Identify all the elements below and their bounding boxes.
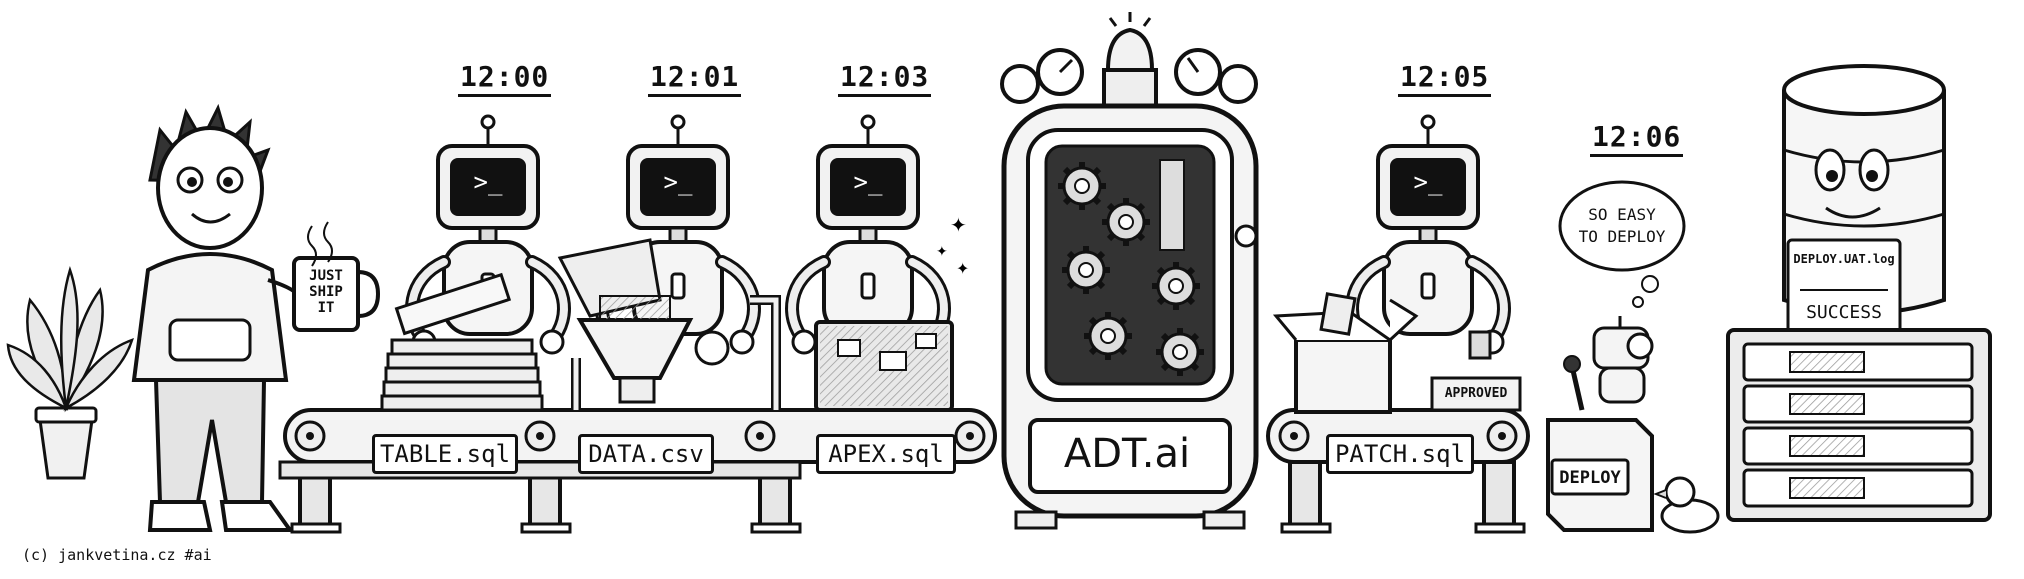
label-table-sql: TABLE.sql — [372, 434, 518, 474]
timestamp-4: 12:05 — [1398, 62, 1492, 97]
cardboard-box — [1272, 292, 1419, 414]
funnel-hopper — [557, 238, 781, 410]
adt-machine — [1000, 12, 1259, 530]
mug-line-3: IT — [317, 300, 335, 316]
mug-text: JUST SHIP IT — [296, 268, 356, 316]
label-patch-sql: PATCH.sql — [1326, 434, 1474, 474]
potted-plant — [6, 265, 134, 480]
deploy-button-label: DEPLOY — [1559, 468, 1621, 488]
machine-name-plate: ADT.ai — [1063, 431, 1191, 477]
robot-screen-3: >_ — [853, 168, 883, 196]
circuit-board: ✦ ✦ ✦ — [814, 213, 969, 412]
svg-text:✦: ✦ — [950, 213, 967, 237]
log-status: SUCCESS — [1806, 302, 1882, 323]
coffee-mug — [292, 221, 381, 332]
timestamp-2: 12:01 — [648, 62, 742, 97]
label-apex-sql: APEX.sql — [816, 434, 956, 474]
thought-line-2: TO DEPLOY — [1578, 227, 1666, 246]
timestamp-1: 12:00 — [458, 62, 552, 97]
timestamp-5: 12:06 — [1590, 122, 1684, 157]
svg-text:✦: ✦ — [956, 259, 969, 278]
mini-robot — [1563, 316, 1654, 411]
approved-label: APPROVED — [1444, 386, 1508, 401]
mug-line-1: JUST — [309, 268, 343, 284]
label-data-csv: DATA.csv — [578, 434, 714, 474]
robot-screen-1: >_ — [473, 168, 503, 196]
credit-text: (c) jankvetina.cz #ai — [22, 546, 212, 564]
rubber-duck — [1653, 476, 1720, 534]
log-paper — [1786, 238, 1902, 344]
approved-stamp — [1430, 330, 1522, 412]
developer-character — [131, 103, 302, 532]
mug-line-2: SHIP — [309, 284, 343, 300]
server-rack — [1726, 328, 1992, 522]
timestamp-3: 12:03 — [838, 62, 932, 97]
robot-patch — [1352, 116, 1504, 353]
robot-screen-2: >_ — [663, 168, 693, 196]
thought-bubble — [1558, 180, 1686, 308]
thought-text: SO EASY TO DEPLOY — [1572, 204, 1672, 248]
robot-apex — [792, 116, 944, 353]
robot-screen-4: >_ — [1413, 168, 1443, 196]
stacked-tablets — [380, 272, 544, 412]
log-title: DEPLOY.UAT.log — [1793, 252, 1895, 266]
svg-text:✦: ✦ — [936, 244, 948, 260]
thought-line-1: SO EASY — [1588, 205, 1656, 224]
deploy-box — [1546, 418, 1654, 532]
